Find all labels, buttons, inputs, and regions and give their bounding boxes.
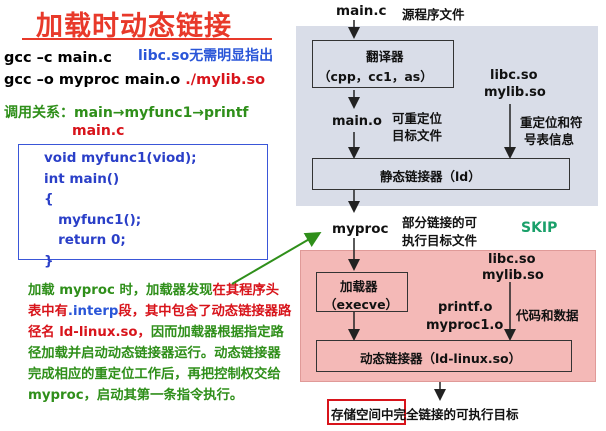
code-line: } <box>44 252 54 269</box>
static-linker-box <box>312 158 570 190</box>
source-label: 源程序文件 <box>402 7 465 22</box>
code-line: myfunc1(); <box>44 211 142 228</box>
explanation-part: 加载 myproc 时，加载器发现 <box>28 283 213 298</box>
call-relation: 调用关系：main→myfunc1→printf <box>4 105 249 121</box>
objs-1: printf.o <box>438 300 493 315</box>
code-filename: main.c <box>72 123 125 139</box>
dynamic-linker-label: 动态链接器（ld-linux.so） <box>360 351 522 366</box>
reloc-desc-1: 重定位和符 <box>520 115 583 130</box>
libs-top-2: mylib.so <box>484 85 546 100</box>
code-box <box>18 144 268 260</box>
title-underline <box>22 38 272 40</box>
translator-sub: （cpp，cc1，as） <box>318 69 433 84</box>
object-desc-2: 目标文件 <box>392 128 443 143</box>
final-desc: 存储空间中完全链接的可执行目标 <box>331 407 519 422</box>
objs-2: myproc1.o <box>426 318 504 333</box>
object-file: main.o <box>332 114 382 129</box>
command-compile: gcc –c main.c <box>4 50 112 66</box>
storage-highlight-box <box>327 399 406 425</box>
code-line: void myfunc1(viod); <box>44 150 197 166</box>
object-desc-1: 可重定位 <box>392 111 443 126</box>
dynamic-linker-box <box>316 340 572 372</box>
explanation-part: 在其程序头表中有 <box>28 283 280 319</box>
command-link: gcc –o myproc main.o ./mylib.so <box>4 72 265 88</box>
code-data-label: 代码和数据 <box>516 308 579 323</box>
reloc-desc-2: 号表信息 <box>524 132 575 147</box>
loader-title: 加载器 <box>340 279 378 294</box>
output-file: myproc <box>332 221 389 237</box>
libs-top-1: libc.so <box>490 68 538 83</box>
explanation-part: 因而加载器根据指定路径加载并启动动态链接器运行。动态链接器完成相应的重定位工作后… <box>28 325 284 403</box>
libs-bottom-1: libc.so <box>488 252 536 267</box>
code-line: { <box>44 191 54 207</box>
translator-title: 翻译器 <box>366 49 404 64</box>
explanation-text: 加载 myproc 时，加载器发现在其程序头表中有.interp段，其中包含了动… <box>28 280 292 406</box>
output-desc-2: 执行目标文件 <box>402 233 478 248</box>
explanation-part: 段，其中包含了动态链接器路径名 ld-linux.so， <box>28 304 292 340</box>
command-note: libc.so无需明显指出 <box>138 48 274 64</box>
loader-sub: （execve） <box>324 297 399 312</box>
page-title: 加载时动态链接 <box>36 11 232 42</box>
translator-box <box>312 40 454 88</box>
loader-box <box>316 272 408 312</box>
compile-link-panel <box>296 26 598 206</box>
code-line: return 0; <box>44 232 126 248</box>
static-linker-label: 静态链接器（ld） <box>380 169 481 184</box>
skip-label: SKIP <box>521 220 558 236</box>
code-block: void myfunc1(viod); int main() { myfunc1()… <box>44 148 197 271</box>
command-link-lib: ./mylib.so <box>185 72 266 88</box>
code-line: int main() <box>44 170 120 187</box>
explanation-interp: .interp <box>67 304 119 319</box>
output-desc-1: 部分链接的可 <box>402 215 478 230</box>
command-link-prefix: gcc –o myproc main.o <box>4 72 181 88</box>
libs-bottom-2: mylib.so <box>482 268 544 283</box>
source-file: main.c <box>336 3 387 19</box>
